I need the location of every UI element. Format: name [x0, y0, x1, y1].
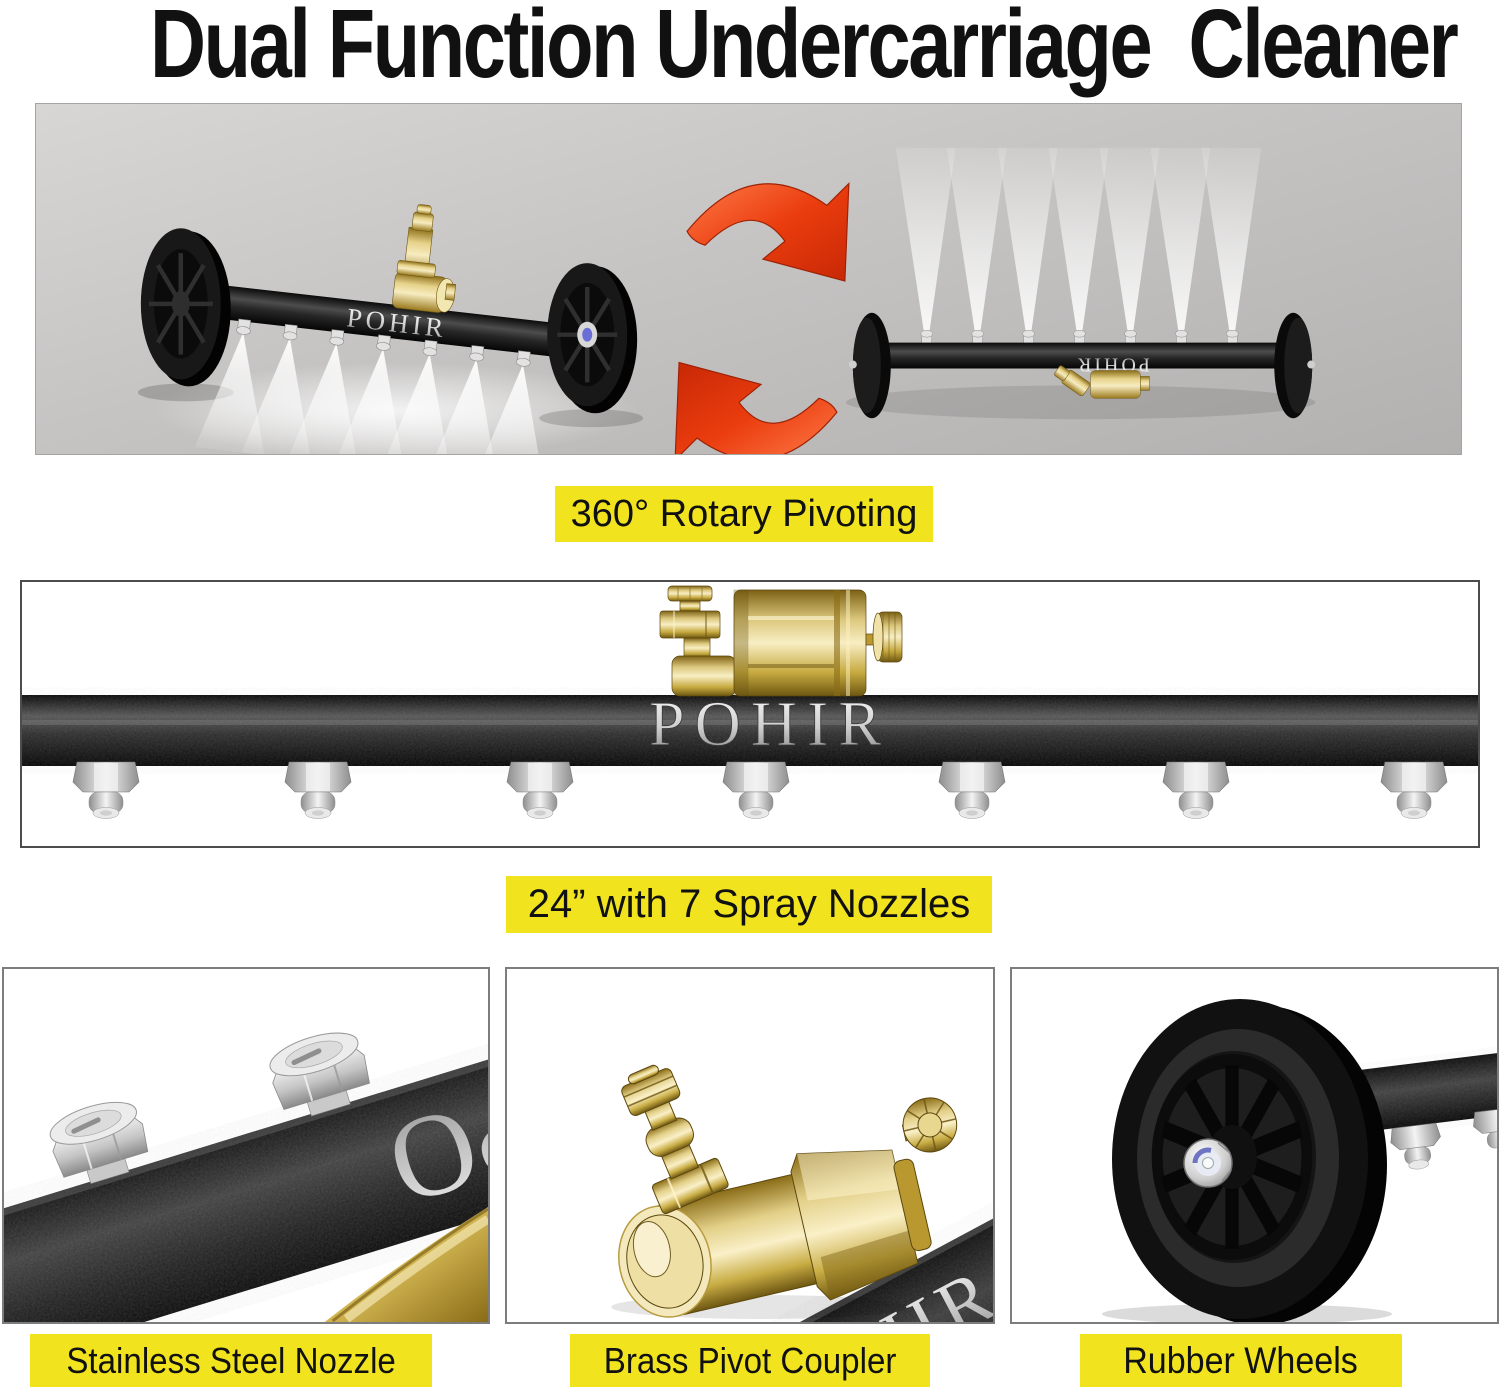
wheel-bearing: [582, 327, 593, 342]
small-nozzle-edge: [1473, 1106, 1497, 1149]
page-title: Dual Function Undercarriage Cleaner: [150, 0, 1459, 98]
brass-coupler-small: [392, 204, 457, 313]
bar-closeup-illustration: POHIR: [22, 585, 1478, 819]
cleaner-wheels-up-illustration: POHIR: [845, 147, 1316, 420]
brass-coupler-small-flipped: [1054, 365, 1150, 399]
axle-bolt: [1183, 1138, 1233, 1188]
knurled-knob: [872, 611, 903, 663]
upward-spray-fans: [895, 147, 1262, 351]
small-nozzle: [1390, 1122, 1441, 1170]
nozzle-detail-illustration: PO: [4, 1032, 488, 1322]
quick-connect-plug: [621, 1064, 729, 1215]
callout-rotary-pivoting: 360° Rotary Pivoting: [555, 486, 933, 542]
callout-brass-coupler: Brass Pivot Coupler: [570, 1334, 930, 1387]
coupler-detail-illustration: HIR: [611, 1064, 993, 1322]
right-wheel: [547, 263, 638, 414]
downward-spray-fans: [194, 332, 545, 454]
bar-section: PO: [4, 1032, 488, 1322]
spray-nozzle: [72, 761, 140, 819]
stainless-nozzle-b: [269, 1032, 370, 1117]
brass-corner: [324, 1207, 488, 1322]
brass-pivot-coupler: [659, 585, 903, 697]
nozzle-row-up: [920, 329, 1239, 344]
bearing-ring: [1192, 1147, 1212, 1164]
brand-logo: POHIR: [649, 688, 891, 759]
wheel-detail-illustration: [1102, 999, 1497, 1322]
spoked-hub: [1151, 1054, 1313, 1260]
callout-stainless-nozzle: Stainless Steel Nozzle: [30, 1334, 432, 1387]
nozzle-detail-panel: PO: [2, 967, 490, 1324]
brand-on-bar-flipped: POHIR: [1075, 354, 1150, 376]
callout-rubber-wheels: Rubber Wheels: [1080, 1334, 1402, 1387]
nozzle-row-closeup: [72, 761, 1448, 819]
knurled-knob: [902, 1097, 958, 1153]
nozzle-row: [236, 318, 531, 367]
left-wheel: [140, 228, 231, 387]
bar-closeup-panel: POHIR: [20, 580, 1480, 848]
spray-bar: POHIR: [193, 204, 591, 454]
callout-spray-nozzles: 24” with 7 Spray Nozzles: [506, 876, 992, 933]
rubber-wheel: [1112, 999, 1387, 1322]
nozzle-slot: [71, 1117, 101, 1134]
rotation-arrows-icon: [674, 182, 850, 454]
hero-illustration: POHIR: [137, 147, 1316, 454]
stainless-nozzle-a: [49, 1101, 149, 1185]
flipped-wheel-left: [848, 312, 891, 419]
brass-pivot-coupler-large: [618, 1064, 958, 1318]
wheel-detail-panel: [1010, 967, 1499, 1324]
nozzle-slot: [291, 1048, 322, 1066]
cleaner-wheels-down-illustration: POHIR: [137, 204, 644, 454]
spray-bar-flipped: [872, 342, 1297, 369]
flipped-wheel-right: [1274, 312, 1316, 419]
hero-panel: POHIR: [35, 103, 1462, 455]
coupler-detail-panel: HIR: [505, 967, 995, 1324]
